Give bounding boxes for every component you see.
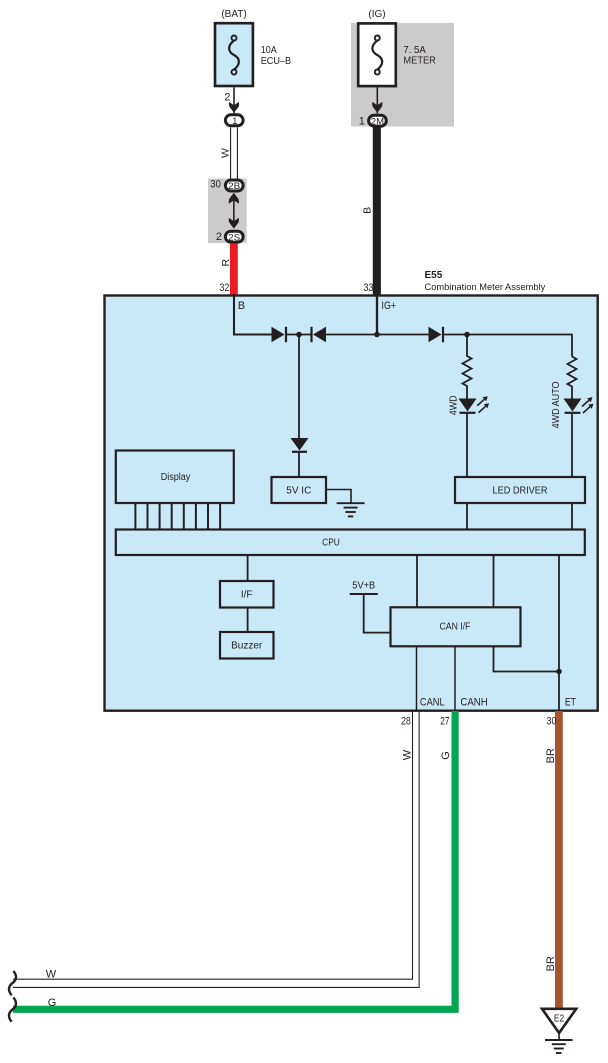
svg-text:(BAT): (BAT) bbox=[221, 9, 246, 20]
svg-text:CPU: CPU bbox=[322, 537, 340, 548]
svg-text:E55: E55 bbox=[425, 270, 443, 281]
svg-text:LED DRIVER: LED DRIVER bbox=[493, 486, 548, 497]
svg-text:2: 2 bbox=[216, 231, 222, 243]
svg-text:CANH: CANH bbox=[460, 696, 487, 708]
svg-text:5V IC: 5V IC bbox=[286, 486, 311, 497]
svg-text:IG+: IG+ bbox=[382, 300, 397, 312]
svg-text:CAN I/F: CAN I/F bbox=[440, 622, 471, 633]
svg-text:BR: BR bbox=[545, 748, 557, 763]
svg-text:27: 27 bbox=[440, 715, 449, 727]
svg-text:Combination Meter Assembly: Combination Meter Assembly bbox=[425, 282, 546, 293]
svg-text:1: 1 bbox=[359, 116, 365, 128]
svg-text:5V+B: 5V+B bbox=[352, 580, 375, 591]
svg-text:2: 2 bbox=[224, 92, 230, 104]
svg-text:30: 30 bbox=[210, 179, 220, 191]
svg-text:Display: Display bbox=[161, 472, 191, 483]
svg-text:CANL: CANL bbox=[420, 696, 445, 708]
svg-text:Buzzer: Buzzer bbox=[231, 641, 263, 652]
svg-text:7. 5A: 7. 5A bbox=[403, 45, 426, 56]
svg-text:I/F: I/F bbox=[241, 590, 253, 601]
svg-text:30: 30 bbox=[547, 715, 557, 727]
svg-text:METER: METER bbox=[403, 55, 436, 66]
svg-text:B: B bbox=[361, 207, 373, 214]
svg-text:ECU–B: ECU–B bbox=[261, 56, 292, 67]
svg-text:E2: E2 bbox=[554, 1013, 565, 1024]
svg-text:(IG): (IG) bbox=[368, 9, 385, 20]
svg-text:33: 33 bbox=[364, 282, 374, 294]
svg-text:28: 28 bbox=[401, 715, 411, 727]
svg-text:32: 32 bbox=[219, 282, 229, 294]
svg-text:2S: 2S bbox=[228, 232, 240, 243]
svg-text:G: G bbox=[440, 751, 452, 760]
svg-text:ET: ET bbox=[565, 696, 576, 708]
svg-text:W: W bbox=[401, 749, 413, 760]
svg-text:10A: 10A bbox=[261, 45, 277, 56]
svg-text:W: W bbox=[46, 969, 57, 981]
svg-text:2M: 2M bbox=[371, 116, 384, 127]
svg-text:B: B bbox=[238, 300, 245, 312]
svg-text:4WD AUTO: 4WD AUTO bbox=[550, 381, 562, 428]
svg-text:R: R bbox=[220, 258, 232, 266]
svg-text:1: 1 bbox=[232, 116, 237, 127]
svg-text:G: G bbox=[48, 997, 57, 1009]
svg-text:BR: BR bbox=[545, 956, 557, 971]
svg-text:2B: 2B bbox=[228, 181, 240, 192]
svg-text:4WD: 4WD bbox=[447, 395, 459, 415]
svg-text:W: W bbox=[219, 148, 231, 158]
